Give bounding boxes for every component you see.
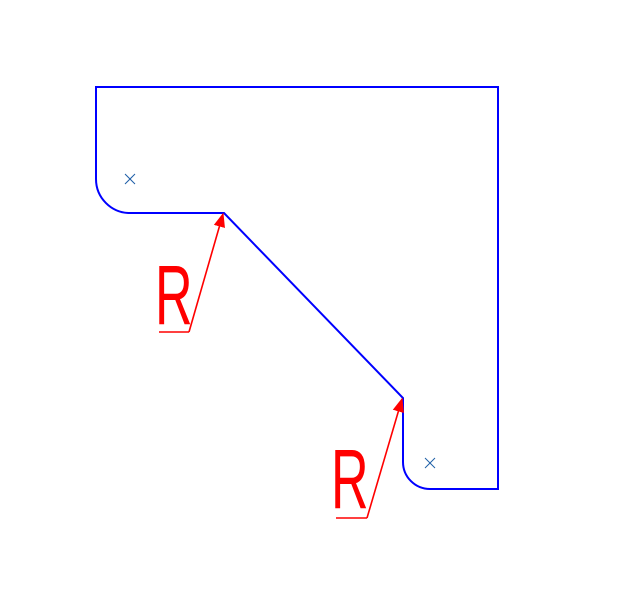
radius-callout-lower: R <box>331 397 404 526</box>
radius-label-upper: R <box>155 248 193 342</box>
center-mark-upper <box>124 173 136 185</box>
radius-label-lower: R <box>331 432 369 526</box>
radius-callout-upper: R <box>155 212 225 342</box>
center-mark-lower <box>424 457 436 469</box>
radius-arrow-lower <box>366 397 404 519</box>
radius-arrow-upper <box>188 212 225 333</box>
